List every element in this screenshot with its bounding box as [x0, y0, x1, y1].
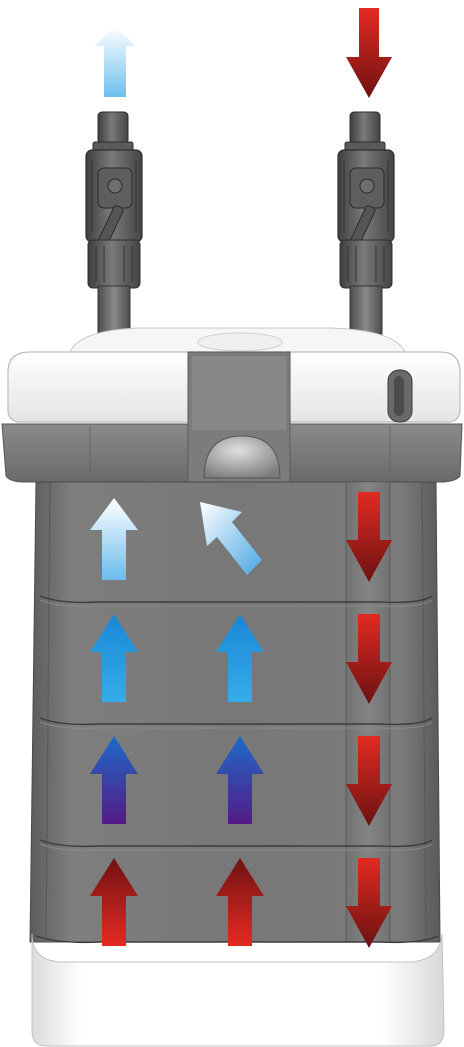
canister-base [32, 934, 444, 1046]
outlet-flow-arrow [95, 26, 135, 97]
inlet-valve [338, 112, 394, 334]
outlet-valve [86, 112, 142, 334]
inlet-flow-arrow [346, 8, 392, 98]
